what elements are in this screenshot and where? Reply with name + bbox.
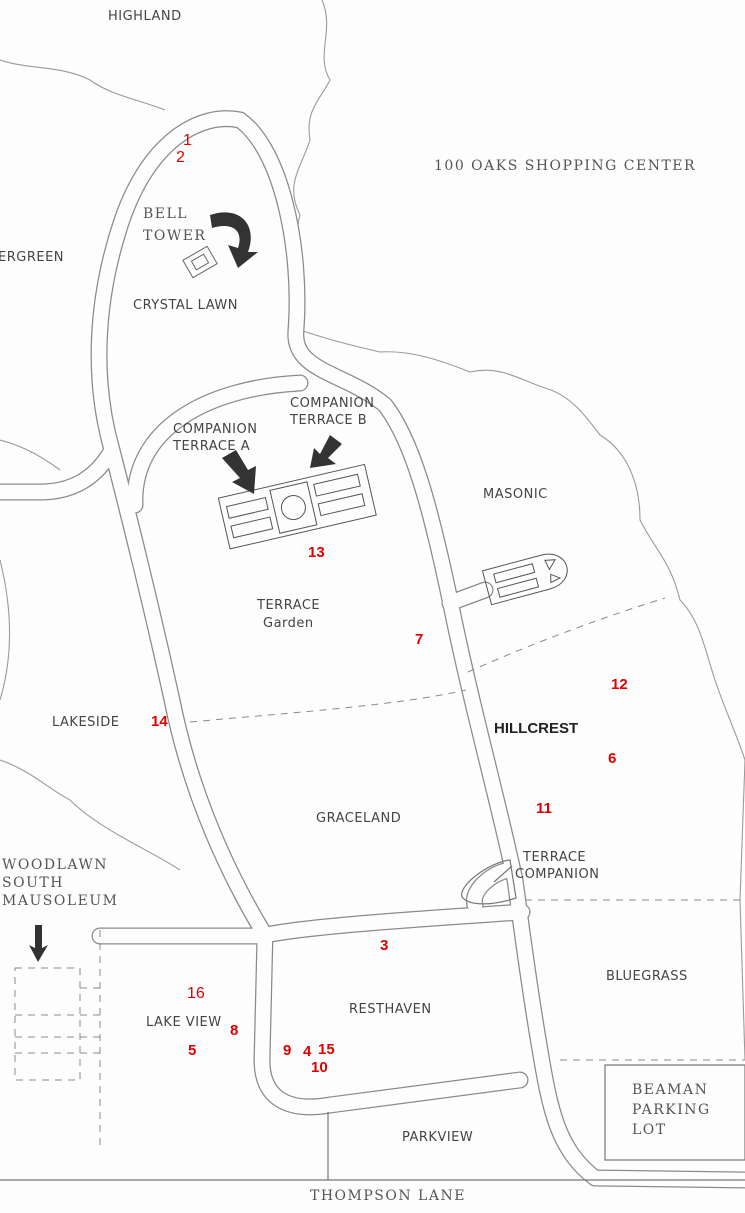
marker-10[interactable]: 10 (311, 1059, 328, 1076)
companion-a-arrow-icon (222, 450, 256, 494)
label-companion-a-1: COMPANION (173, 422, 257, 437)
label-shopping-center: 100 OAKS SHOPPING CENTER (434, 158, 696, 174)
label-beaman-3: LOT (632, 1122, 667, 1138)
label-companion-b-1: COMPANION (290, 396, 374, 411)
marker-8[interactable]: 8 (230, 1022, 238, 1039)
roads (0, 110, 745, 1189)
beaman-lot-outline (604, 1064, 745, 1161)
label-terrace-companion-1: TERRACE (522, 850, 586, 865)
label-hillcrest: HILLCREST (494, 720, 578, 737)
masonic-structure (481, 553, 568, 606)
companion-b-arrow-icon (310, 435, 342, 468)
label-evergreen: ERGREEN (0, 250, 64, 265)
right-edge-line (739, 759, 745, 1061)
woodlawn-arrow-icon (29, 925, 48, 962)
label-highland: HIGHLAND (108, 9, 182, 24)
marker-4[interactable]: 4 (303, 1043, 312, 1060)
marker-3[interactable]: 3 (380, 937, 388, 954)
label-bell-tower-1: BELL (143, 206, 188, 222)
label-terrace-garden-2: Garden (263, 616, 314, 631)
label-woodlawn-3: MAUSOLEUM (2, 893, 118, 909)
marker-15[interactable]: 15 (318, 1041, 335, 1058)
label-companion-a-2: TERRACE A (172, 439, 250, 454)
label-bluegrass: BLUEGRASS (606, 969, 688, 984)
label-terrace-garden-1: TERRACE (256, 598, 320, 613)
label-beaman-2: PARKING (632, 1102, 711, 1118)
marker-1[interactable]: 1 (183, 132, 192, 149)
marker-14[interactable]: 14 (151, 713, 168, 730)
marker-16[interactable]: 16 (187, 985, 205, 1002)
label-resthaven: RESTHAVEN (349, 1002, 432, 1017)
marker-9[interactable]: 9 (283, 1042, 291, 1059)
marker-6[interactable]: 6 (608, 750, 616, 767)
east-tree-line (293, 0, 745, 761)
label-thompson-lane: THOMPSON LANE (310, 1188, 466, 1204)
bell-tower-arrow-icon (210, 212, 258, 268)
bell-tower-icon (182, 245, 218, 279)
marker-5[interactable]: 5 (188, 1042, 196, 1059)
label-lake-view: LAKE VIEW (146, 1015, 222, 1030)
terrace-companion-pointer (493, 865, 513, 883)
label-bell-tower-2: TOWER (143, 228, 206, 244)
marker-11[interactable]: 11 (536, 800, 552, 817)
label-beaman-1: BEAMAN (632, 1082, 708, 1098)
woodlawn-outline (14, 930, 101, 1150)
label-graceland: GRACELAND (316, 811, 401, 826)
label-woodlawn-2: SOUTH (2, 875, 64, 891)
lakeside-graceland-boundary (189, 689, 467, 723)
masonic-hillcrest-boundary (467, 597, 666, 673)
west-tree-line (0, 439, 181, 871)
marker-2[interactable]: 2 (176, 149, 185, 166)
label-woodlawn-1: WOODLAWN (2, 857, 108, 873)
label-masonic: MASONIC (483, 487, 548, 502)
marker-12[interactable]: 12 (611, 676, 628, 693)
label-crystal-lawn: CRYSTAL LAWN (133, 298, 238, 313)
terrace-companion-loop (461, 859, 517, 905)
label-lakeside: LAKESIDE (52, 715, 119, 730)
label-parkview: PARKVIEW (402, 1130, 473, 1145)
north-tree-line (0, 59, 166, 111)
label-companion-b-2: TERRACE B (289, 413, 367, 428)
marker-13[interactable]: 13 (308, 544, 325, 561)
companion-terrace-structure (217, 463, 377, 550)
marker-7[interactable]: 7 (415, 631, 423, 648)
label-terrace-companion-2: COMPANION (515, 867, 599, 882)
